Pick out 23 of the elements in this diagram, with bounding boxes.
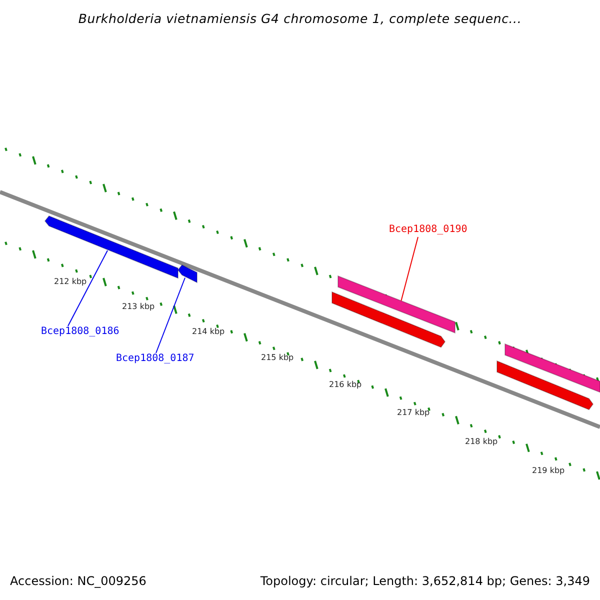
gene-label: Bcep1808_0187 <box>116 353 194 364</box>
leader-line <box>156 277 186 354</box>
scale-label: 217 kbp <box>397 408 430 417</box>
title: Burkholderia vietnamiensis G4 chromosome 1, complete sequenc... <box>77 11 523 26</box>
gene-arrow <box>338 275 456 334</box>
leader-line <box>400 236 418 302</box>
gene-arrow <box>44 215 178 279</box>
scale-label: 213 kbp <box>122 302 155 311</box>
scale-label: 212 kbp <box>54 277 87 286</box>
gene-arrow <box>177 264 198 284</box>
gene-arrow <box>332 291 446 348</box>
scale-label: 216 kbp <box>329 380 362 389</box>
gene-label: Bcep1808_0190 <box>389 224 468 235</box>
leader-line <box>68 250 108 326</box>
footer-text: Topology: circular; Length: 3,652,814 bp; Genes: 3,349 <box>260 574 590 588</box>
gene-arrow <box>496 360 594 410</box>
scale-label: 215 kbp <box>261 353 294 362</box>
footer-text: Accession: NC_009256 <box>10 574 146 588</box>
scale-label: 219 kbp <box>532 466 565 475</box>
scale-label: 214 kbp <box>192 327 225 336</box>
scale-label: 218 kbp <box>465 437 498 446</box>
gene-arrow <box>504 343 600 393</box>
gene-label: Bcep1808_0186 <box>41 326 120 337</box>
